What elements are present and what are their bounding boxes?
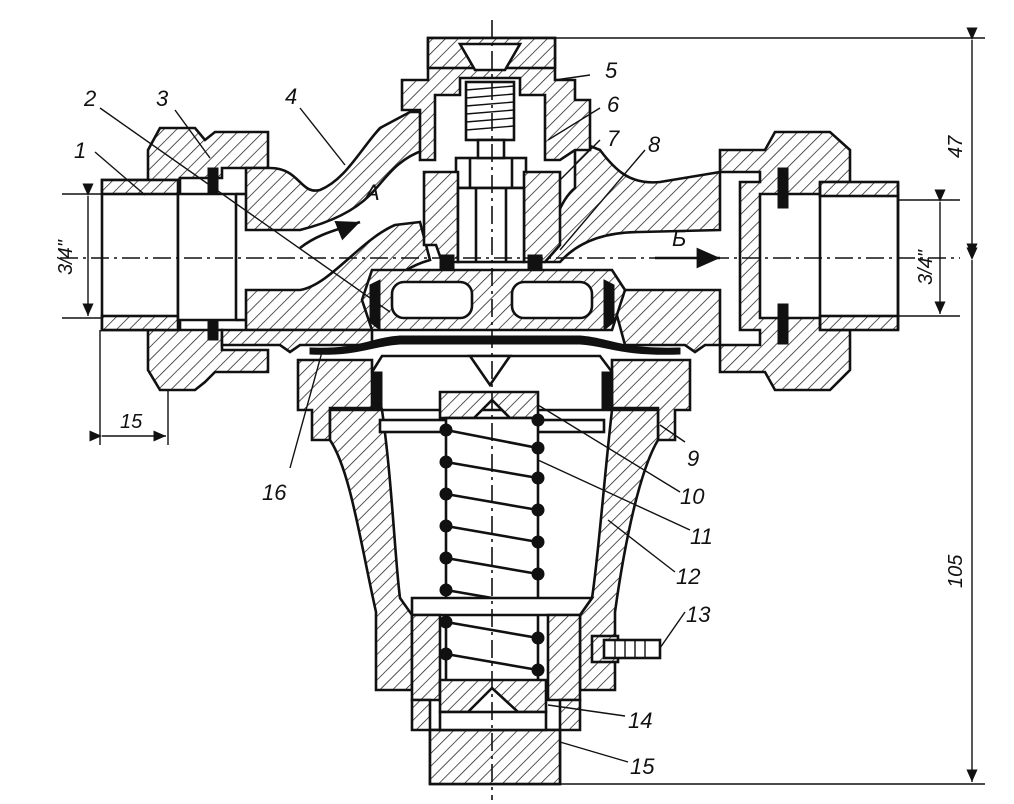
part-label-11: 11 <box>690 524 713 549</box>
part-label-14: 14 <box>628 708 652 733</box>
part-label-4: 4 <box>285 84 297 109</box>
part-label-1: 1 <box>74 138 86 163</box>
left-union-fitting <box>100 126 270 392</box>
nut-width-dimension: 15 <box>120 411 143 433</box>
bottom-height-dimension: 105 <box>945 554 967 588</box>
top-height-dimension: 47 <box>945 135 967 158</box>
part-label-15: 15 <box>630 754 655 779</box>
part-label-5: 5 <box>605 58 618 83</box>
part-label-2: 2 <box>83 86 96 111</box>
inlet-flow-label: A <box>363 180 380 205</box>
part-label-13: 13 <box>686 602 711 627</box>
right-union-fitting <box>718 130 900 392</box>
inlet-flow-arrow <box>299 220 361 250</box>
inlet-pipe-size: 3/4" <box>55 239 77 275</box>
part-label-9: 9 <box>687 446 699 471</box>
top-cap-assembly <box>400 36 592 190</box>
valve-seat-and-stem <box>422 170 562 272</box>
part-label-8: 8 <box>648 132 661 157</box>
part-label-3: 3 <box>156 86 169 111</box>
leader-lines <box>94 74 691 763</box>
adjusting-screw-threads <box>465 85 515 131</box>
dimension-lines <box>62 27 985 785</box>
part-label-16: 16 <box>262 480 287 505</box>
diaphragm-chamber <box>296 268 692 442</box>
outlet-flow-label: Б <box>672 226 686 251</box>
part-label-7: 7 <box>607 126 620 151</box>
bottom-plug <box>410 678 582 786</box>
spring-housing <box>328 390 662 702</box>
outlet-pipe-size: 3/4" <box>915 249 937 285</box>
part-label-6: 6 <box>607 92 620 117</box>
part-label-10: 10 <box>680 484 705 509</box>
part-label-12: 12 <box>676 564 700 589</box>
